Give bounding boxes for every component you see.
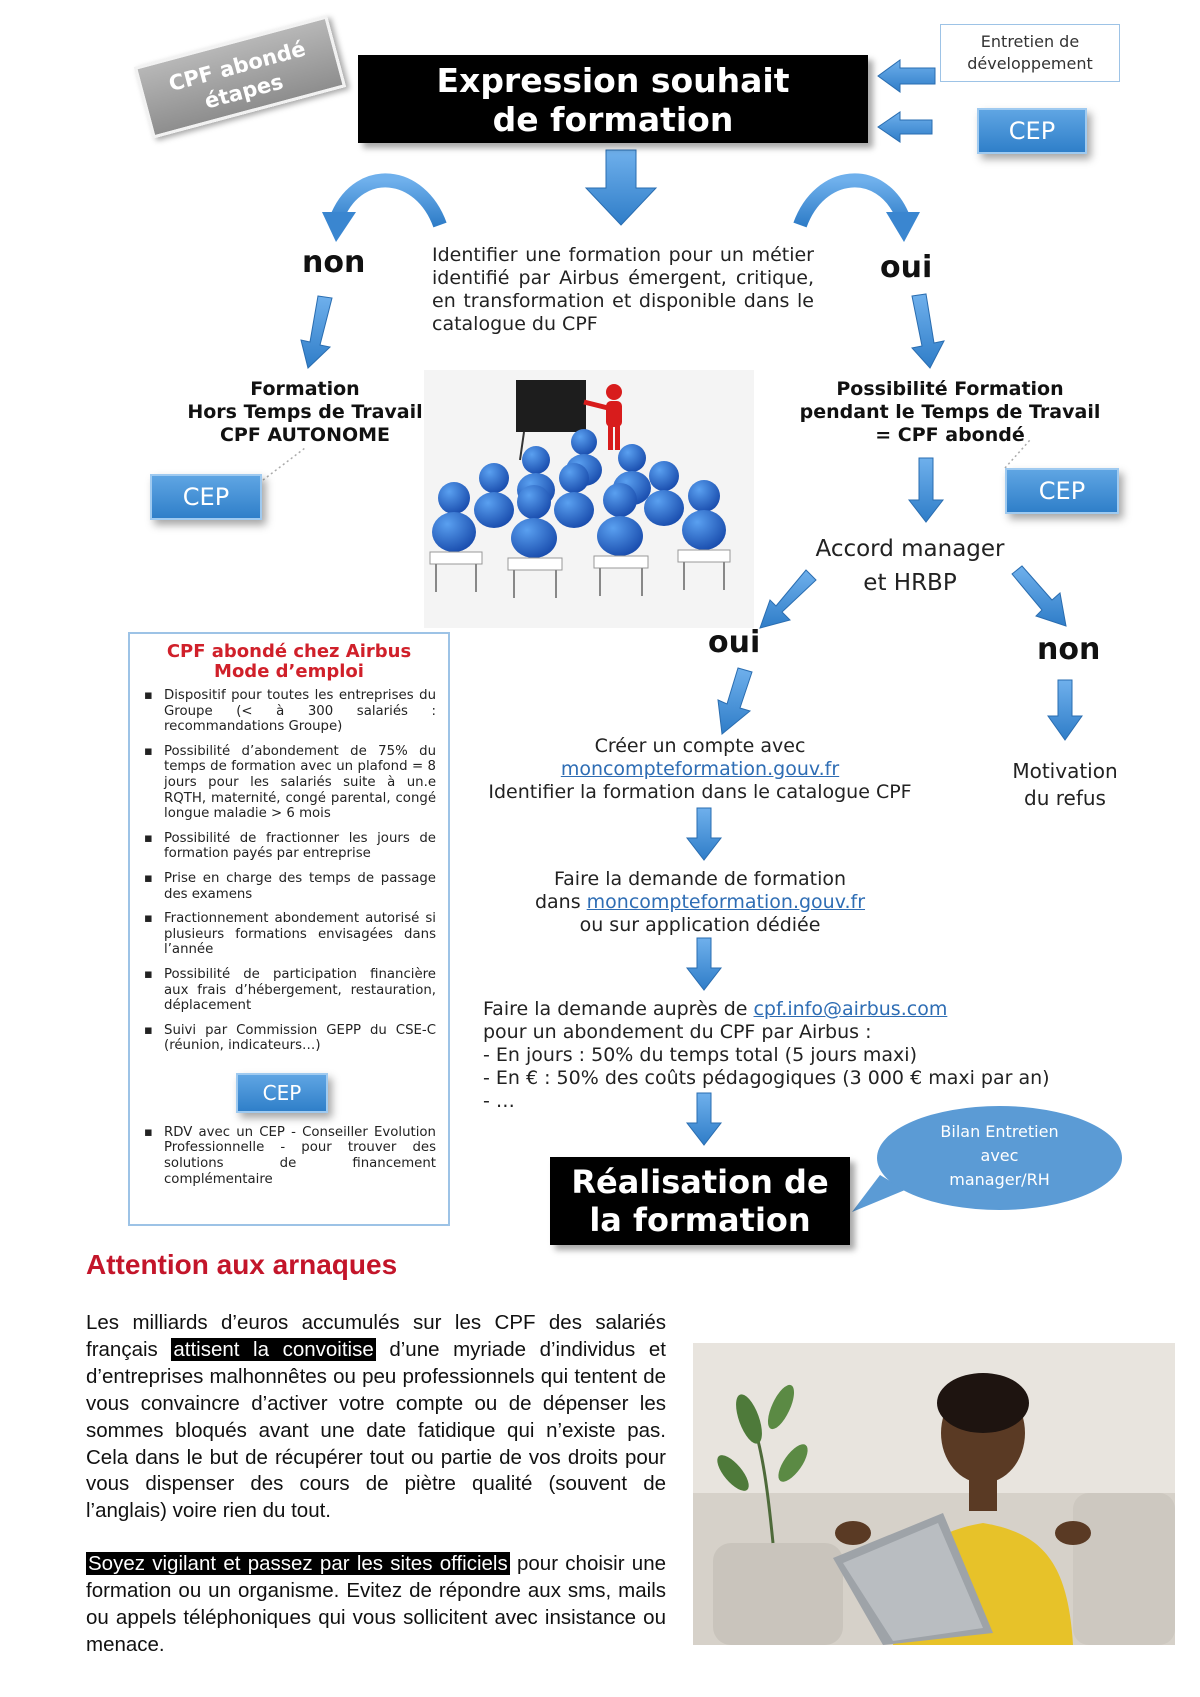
- list-item: Possibilité d’abondement de 75% du temps…: [142, 744, 436, 822]
- classroom-illustration: [424, 370, 754, 628]
- down-arrow-icon: [1047, 679, 1083, 741]
- article-paragraph: Soyez vigilant et passez par les sites o…: [86, 1552, 667, 1656]
- info-list: Dispositif pour toutes les entreprises d…: [142, 688, 436, 1054]
- list-item: Dispositif pour toutes les entreprises d…: [142, 688, 436, 735]
- left-arrow-icon: [877, 59, 936, 143]
- list-item: Prise en charge des temps de passage des…: [142, 871, 436, 902]
- curved-arrow-icon: [793, 173, 920, 242]
- branch-no-label: non: [302, 245, 366, 280]
- accord-no-label: non: [1037, 632, 1101, 667]
- down-arrow-icon: [584, 149, 658, 226]
- down-arrow-icon: [1011, 565, 1067, 627]
- list-item: Suivi par Commission GEPP du CSE-C (réun…: [142, 1023, 436, 1054]
- cep-button: CEP: [150, 474, 262, 520]
- accord-yes-label: oui: [708, 625, 761, 660]
- formation-hors-temps: Formation Hors Temps de Travail CPF AUTO…: [187, 378, 423, 446]
- moncompteformation-link[interactable]: moncompteformation.gouv.fr: [560, 758, 840, 780]
- identify-text: Identifier une formation pour un métier …: [432, 244, 814, 335]
- step-abondement: Faire la demande auprès de cpf.info@airb…: [483, 998, 1050, 1112]
- list-item: Possibilité de participation financière …: [142, 967, 436, 1014]
- moncompteformation-link[interactable]: moncompteformation.gouv.fr: [586, 891, 866, 913]
- list-item: Possibilité de fractionner les jours de …: [142, 831, 436, 862]
- down-arrow-icon: [685, 1092, 723, 1146]
- down-arrow-icon: [911, 293, 945, 369]
- down-arrow-icon: [685, 807, 723, 861]
- article-paragraph: Les milliards d’euros accumulés sur les …: [86, 1311, 666, 1523]
- formation-temps-travail: Possibilité Formation pendant le Temps d…: [799, 378, 1101, 446]
- cep-button: CEP: [236, 1073, 328, 1113]
- list-item: RDV avec un CEP - Conseiller Evolution P…: [142, 1125, 436, 1187]
- down-arrow-icon: [300, 295, 333, 369]
- curved-arrow-icon: [322, 173, 447, 242]
- down-arrow-icon: [717, 667, 753, 735]
- down-arrow-icon: [907, 457, 945, 523]
- cep-button: CEP: [1005, 468, 1119, 514]
- article-body: Les milliards d’euros accumulés sur les …: [86, 1310, 666, 1685]
- step-create-account: Créer un compte avec moncompteformation.…: [488, 735, 912, 803]
- airbus-email-link[interactable]: cpf.info@airbus.com: [753, 998, 948, 1020]
- cep-button: CEP: [977, 108, 1087, 154]
- down-arrow-icon: [685, 937, 723, 991]
- list-item: Fractionnement abondement autorisé si pl…: [142, 911, 436, 958]
- branch-yes-label: oui: [880, 250, 933, 285]
- woman-laptop-photo: [693, 1343, 1175, 1645]
- section-title: Attention aux arnaques: [86, 1249, 398, 1280]
- down-arrow-icon: [759, 569, 817, 629]
- step-request: Faire la demande de formation dans monco…: [534, 868, 866, 936]
